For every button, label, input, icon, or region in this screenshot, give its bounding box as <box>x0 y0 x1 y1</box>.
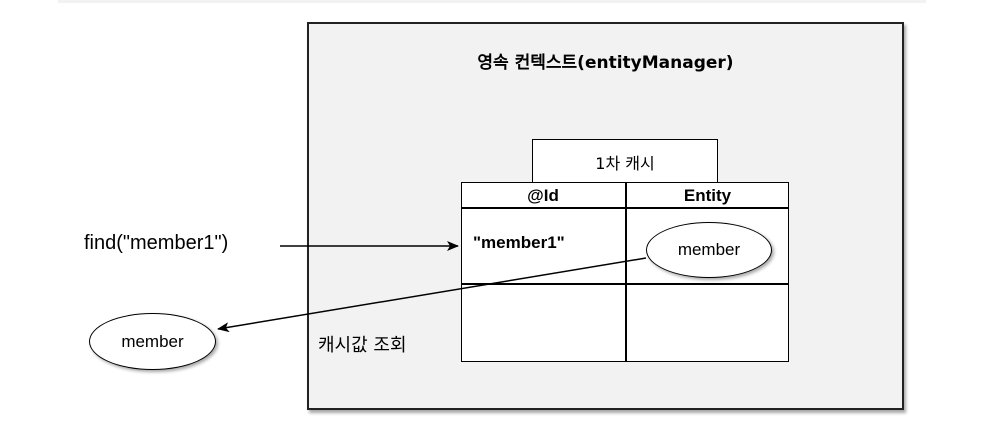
table-header-divider <box>461 207 789 209</box>
table-column-divider <box>625 182 627 362</box>
returned-entity-label: member <box>121 331 184 351</box>
first-level-cache-label: 1차 캐시 <box>595 153 655 173</box>
first-level-cache-tab: 1차 캐시 <box>532 139 718 183</box>
table-header-id: @Id <box>527 185 559 205</box>
cache-lookup-label: 캐시값 조회 <box>318 335 407 356</box>
returned-entity-node: member <box>89 313 216 370</box>
table-cell-id-member1: "member1" <box>473 233 565 252</box>
table-row-divider <box>461 283 789 285</box>
persistence-context-title: 영속 컨텍스트(entityManager) <box>477 53 734 73</box>
table-header-entity: Entity <box>683 185 732 205</box>
return-arrow <box>217 257 647 333</box>
find-call-label: find("member1") <box>84 232 229 254</box>
cached-entity-node: member <box>646 222 772 278</box>
top-band <box>58 0 926 3</box>
cached-entity-label: member <box>677 240 741 259</box>
